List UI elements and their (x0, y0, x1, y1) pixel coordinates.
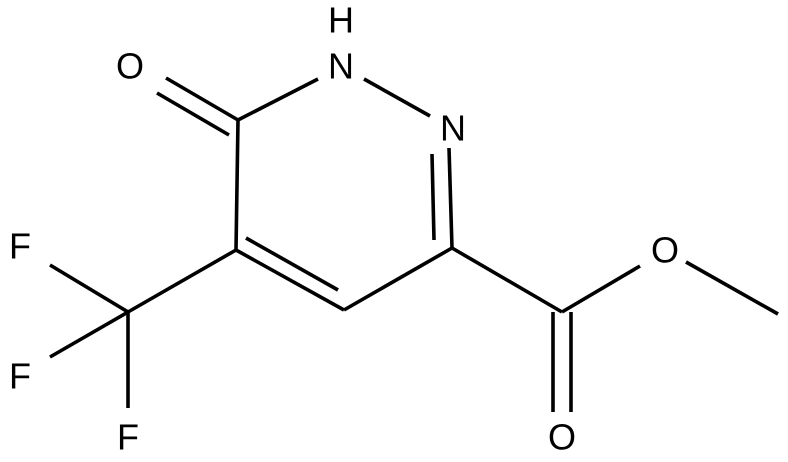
atom-f2: F (9, 356, 31, 397)
bond-c6-o-b (156, 91, 230, 137)
atom-o-carbonyl: O (548, 417, 576, 458)
bond-c5-c6 (234, 119, 240, 251)
bond-cf3-f1 (49, 263, 129, 314)
bond-n2-c3-inner (430, 153, 436, 241)
atom-n-nh: N (328, 46, 354, 87)
bond-c5-cf3 (127, 248, 237, 314)
bond-c3-c4 (343, 246, 453, 312)
atom-o-ether: O (651, 230, 679, 271)
bond-c3-cester (451, 246, 563, 314)
bond-c6-o-a (165, 76, 239, 122)
bond-c6-n1 (237, 77, 319, 122)
atom-f3: F (117, 417, 139, 458)
bond-oether-methyl (685, 260, 779, 316)
bond-c4-c5 (235, 248, 345, 312)
atom-n-ring: N (440, 108, 466, 149)
atom-o-ketone: O (116, 46, 144, 87)
bond-c4-c5-inner (245, 236, 339, 292)
bond-n1-n2 (363, 77, 431, 118)
bond-cester-oether (561, 264, 641, 314)
bond-cf3-f2 (49, 310, 129, 359)
bond-n2-c3 (447, 147, 454, 249)
atom-h-nh: H (328, 0, 354, 41)
atom-f1: F (9, 226, 31, 267)
